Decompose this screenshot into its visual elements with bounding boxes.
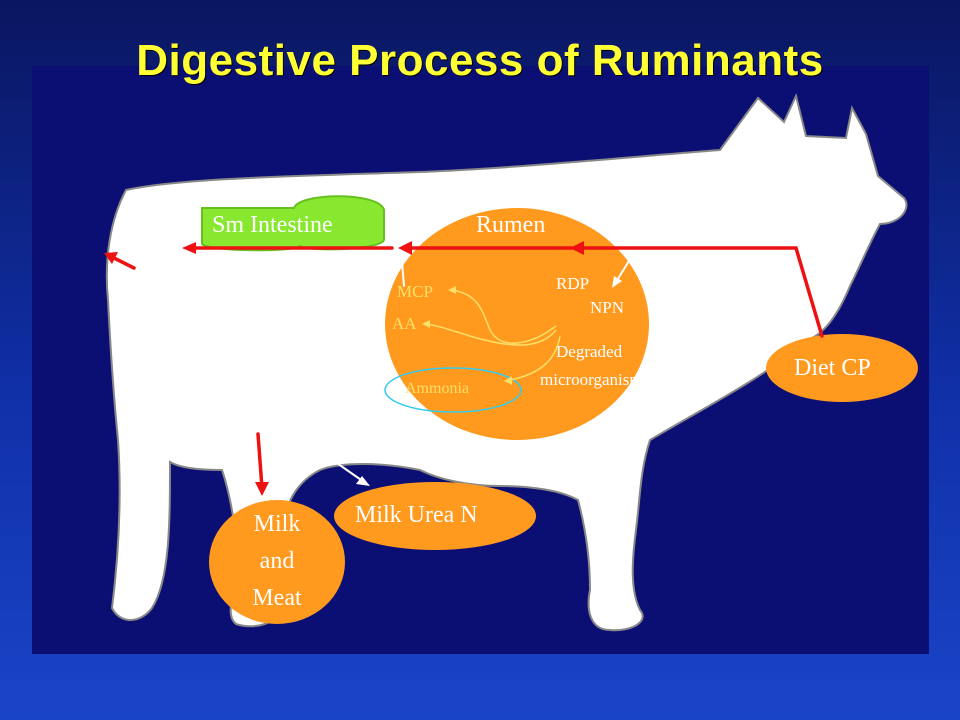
small-intestine-label: Sm Intestine bbox=[212, 212, 333, 238]
milk-urea-n-shape bbox=[334, 482, 536, 550]
degraded-label: Degraded bbox=[556, 342, 623, 361]
diet-cp-shape bbox=[766, 334, 918, 402]
rumen-shape bbox=[385, 208, 649, 440]
mcp-label: MCP bbox=[397, 282, 433, 301]
yellow-arrowheads bbox=[422, 286, 512, 385]
page-title: Digestive Process of Ruminants bbox=[136, 36, 824, 85]
white-arrows bbox=[323, 255, 633, 483]
milk-and-meat-shape bbox=[209, 500, 345, 624]
milk-and-meat-label: Milk and Meat bbox=[212, 506, 342, 617]
red-flow-arrows bbox=[108, 246, 824, 490]
microorganisms-label: microorganisms bbox=[540, 370, 649, 389]
aa-label: AA bbox=[392, 314, 417, 333]
rdp-label: RDP bbox=[556, 274, 590, 293]
yellow-arrows bbox=[425, 289, 561, 381]
ammonia-ring bbox=[384, 367, 522, 413]
ammonia-label: Ammonia bbox=[405, 380, 469, 397]
milk-and-meat-line-1: Milk bbox=[253, 511, 301, 537]
milk-urea-n-label: Milk Urea N bbox=[355, 502, 478, 528]
red-arrowheads bbox=[104, 241, 584, 496]
npn-label: NPN bbox=[590, 298, 625, 317]
milk-and-meat-line-2: and bbox=[259, 548, 295, 574]
rumen-label: Rumen bbox=[476, 212, 546, 238]
white-arrowheads bbox=[356, 276, 622, 486]
diet-cp-label: Diet CP bbox=[794, 355, 871, 381]
milk-and-meat-line-3: Meat bbox=[252, 585, 302, 611]
